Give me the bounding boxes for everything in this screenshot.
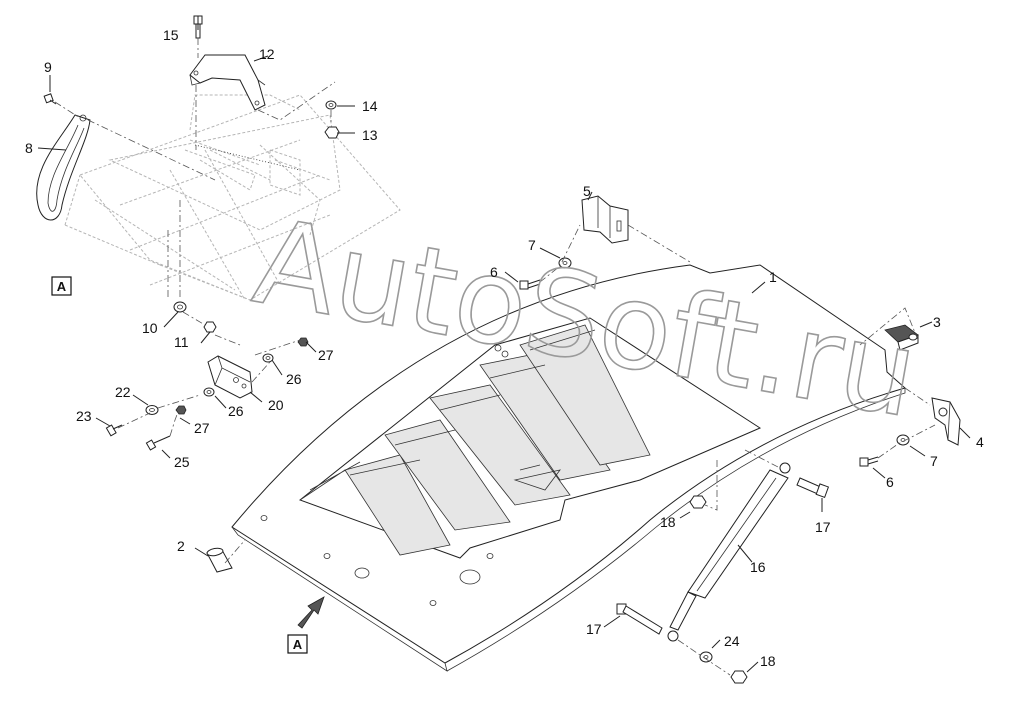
nut-part-27a [297, 337, 309, 347]
callout-17-upper: 17 [815, 519, 831, 535]
bolt-part-6a [519, 279, 541, 290]
hinge-part-5 [581, 195, 629, 244]
callout-labels: 1 2 3 4 5 6 6 7 7 8 9 10 11 12 13 14 15 … [25, 27, 984, 669]
callout-2: 2 [177, 538, 185, 554]
callout-23: 23 [76, 408, 92, 424]
svg-text:A: A [57, 279, 67, 294]
callout-27-left: 27 [194, 420, 210, 436]
callout-3: 3 [933, 314, 941, 330]
callout-17-lower: 17 [586, 621, 602, 637]
hinge-part-4 [931, 397, 961, 446]
callout-13: 13 [362, 127, 378, 143]
washer-part-26a [262, 353, 274, 363]
callout-7-upper: 7 [528, 237, 536, 253]
washer-part-14 [325, 100, 337, 110]
nut-part-27b [175, 405, 187, 415]
washer-part-7a [558, 257, 572, 269]
nut-part-18a [689, 495, 707, 509]
bolt-part-17b [616, 603, 663, 635]
callout-16: 16 [750, 559, 766, 575]
svg-text:A: A [293, 637, 303, 652]
bolt-part-9 [43, 93, 57, 105]
callout-26-right: 26 [286, 371, 302, 387]
callout-4: 4 [976, 434, 984, 450]
callout-24: 24 [724, 633, 740, 649]
leader-lines [37, 16, 971, 673]
view-direction-arrow [297, 596, 325, 629]
callout-7-lower: 7 [930, 453, 938, 469]
bolt-part-6b [859, 456, 879, 467]
bracket-part-20 [207, 355, 253, 399]
callout-27-right: 27 [318, 347, 334, 363]
callout-6-upper: 6 [490, 264, 498, 280]
callout-20: 20 [268, 397, 284, 413]
callout-26-left: 26 [228, 403, 244, 419]
callout-5: 5 [583, 183, 591, 199]
callout-6-lower: 6 [886, 474, 894, 490]
assembly-lines [54, 38, 936, 676]
callout-18-lower: 18 [760, 653, 776, 669]
latch-part-3 [884, 324, 919, 351]
gas-strut-part-16 [667, 462, 791, 642]
frame-assembly-ghost [64, 94, 401, 301]
view-marker-a-upper: A [51, 276, 72, 296]
callout-8: 8 [25, 140, 33, 156]
bolt-part-25 [145, 435, 171, 451]
nut-part-18b [730, 670, 748, 684]
strap-part-8 [36, 114, 91, 221]
callout-22: 22 [115, 384, 131, 400]
washer-part-22 [145, 405, 159, 415]
callout-18-upper: 18 [660, 514, 676, 530]
callout-9: 9 [44, 59, 52, 75]
pin-part-2 [206, 547, 233, 573]
washer-part-24 [699, 651, 713, 663]
callout-25: 25 [174, 454, 190, 470]
callout-12: 12 [259, 46, 275, 62]
callout-1: 1 [769, 269, 777, 285]
bolt-part-17a [796, 477, 830, 498]
cover-panel [231, 264, 907, 672]
washer-part-26b [203, 387, 215, 397]
callout-11: 11 [174, 334, 189, 350]
view-marker-a-lower: A [287, 634, 308, 654]
callout-14: 14 [362, 98, 378, 114]
callout-10: 10 [142, 320, 158, 336]
nut-part-11 [203, 321, 217, 333]
callout-15: 15 [163, 27, 179, 43]
bolt-part-23 [105, 424, 123, 437]
washer-part-10 [173, 301, 187, 313]
handle-part-12 [189, 54, 266, 111]
nut-part-13 [324, 126, 340, 139]
